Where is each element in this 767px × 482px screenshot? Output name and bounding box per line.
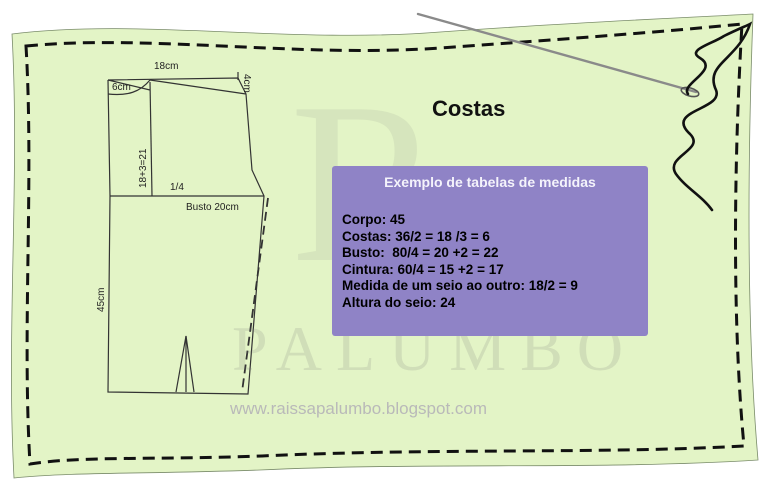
measurement-row: Altura do seio: 24 [342,294,456,310]
measurement-row: Costas: 36/2 = 18 /3 = 6 [342,228,490,244]
neck-line [107,79,151,91]
measurements-heading: Exemplo de tabelas de medidas [384,174,596,190]
side-seam-dashed [241,197,269,393]
measurement-row: Medida de um seio ao outro: 18/2 = 9 [342,278,578,293]
needle-icon [416,12,700,98]
measurements-box: Exemplo de tabelas de medidas Corpo: 45 … [332,166,648,336]
measurement-row: Busto: 80/4 = 20 +2 = 22 [342,245,499,260]
neck-curve [107,79,151,96]
measurement-row: Corpo: 45 [342,212,406,227]
shoulder-line [149,79,247,95]
center-line [149,81,153,197]
thread [672,21,753,212]
needle-eye [680,86,700,98]
label-armhole-depth: 18+3=21 [138,148,149,188]
needle [416,12,698,94]
label-length: 45cm [96,288,107,312]
label-quarter: 1/4 [170,182,184,193]
page-title: Costas [432,96,506,121]
stitch-line [24,22,746,466]
label-neck-width: 6cm [112,82,131,93]
measurement-row: Cintura: 60/4 = 15 +2 = 17 [342,261,504,277]
measurements-list: Corpo: 45 Costas: 36/2 = 18 /3 = 6 Busto… [342,212,578,311]
watermark-url: www.raissapalumbo.blogspot.com [230,399,488,418]
label-shoulder-drop: 4cm [241,74,252,93]
label-bust: Busto 20cm [186,202,239,213]
label-top-width: 18cm [154,61,178,72]
back-pattern [107,72,269,395]
